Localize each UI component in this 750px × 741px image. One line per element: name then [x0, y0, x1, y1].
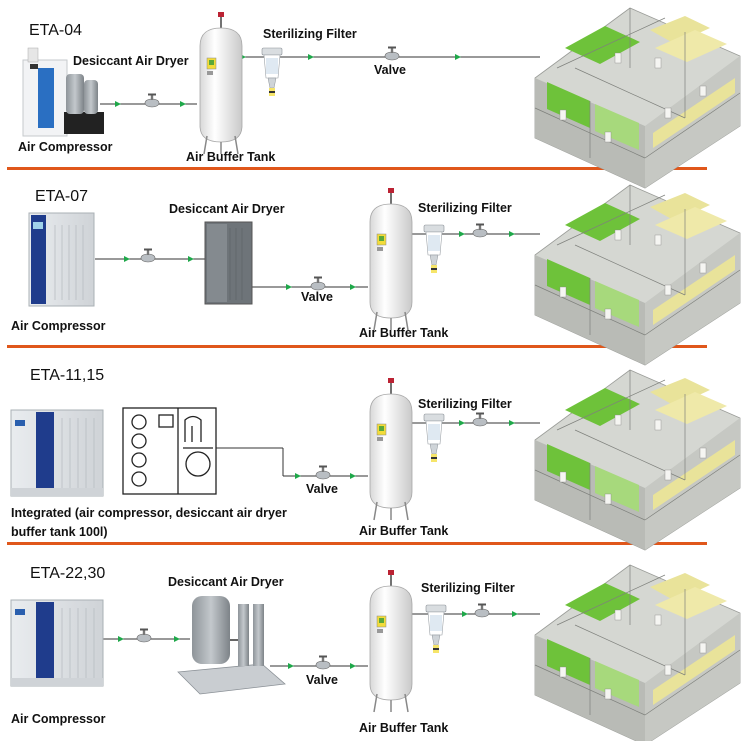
valve-icon [310, 276, 326, 291]
sterilizing-filter-icon [423, 224, 445, 274]
air-buffer-tank-icon [369, 187, 413, 331]
air-buffer-tank-icon [369, 569, 413, 713]
dryer-label: Desiccant Air Dryer [169, 202, 285, 216]
section-separator [7, 167, 707, 170]
section-eta-11-15 [10, 369, 741, 551]
section-separator [7, 345, 707, 348]
building-icon [534, 369, 741, 551]
integrated-schematic [122, 407, 217, 495]
tank-label: Air Buffer Tank [359, 524, 449, 538]
sterilizing-filter-icon [423, 413, 445, 463]
building-icon [534, 184, 741, 366]
building-icon [534, 7, 741, 189]
valve-icon [136, 628, 152, 643]
air-compressor-unit [22, 47, 68, 137]
valve-label: Valve [306, 673, 338, 687]
filter-label: Sterilizing Filter [418, 397, 512, 411]
desiccant-air-dryer-unit [64, 74, 104, 134]
model-label: ETA-11,15 [30, 367, 105, 384]
compressor-label: Air Compressor [11, 319, 106, 333]
valve-icon [144, 93, 160, 108]
valve-icon [474, 603, 490, 618]
section-eta-04 [22, 7, 741, 189]
valve-icon [472, 412, 488, 427]
tank-label: Air Buffer Tank [359, 721, 449, 735]
valve-icon [315, 655, 331, 670]
sterilizing-filter-icon [261, 47, 283, 97]
valve-icon [315, 465, 331, 480]
sterilizing-filter-icon [425, 604, 447, 654]
section-eta-22-30 [10, 564, 741, 741]
integrated-label-line1: Integrated (air compressor, desiccant ai… [11, 506, 287, 520]
filter-label: Sterilizing Filter [263, 27, 357, 41]
model-label: ETA-07 [35, 188, 89, 205]
filter-label: Sterilizing Filter [418, 201, 512, 215]
valve-icon [472, 223, 488, 238]
dryer-label: Desiccant Air Dryer [168, 575, 284, 589]
air-buffer-tank-icon [199, 11, 243, 155]
filter-label: Sterilizing Filter [421, 581, 515, 595]
air-compressor-unit [28, 212, 95, 307]
valve-label: Valve [301, 290, 333, 304]
valve-label: Valve [306, 482, 338, 496]
section-separator [7, 542, 707, 545]
integrated-label-line2: buffer tank 100l) [11, 525, 108, 539]
integrated-unit [10, 409, 104, 497]
desiccant-air-dryer-unit [177, 596, 286, 695]
valve-icon [384, 46, 400, 61]
model-label: ETA-22,30 [30, 565, 106, 582]
valve-icon [140, 248, 156, 263]
air-compressor-unit [10, 599, 104, 687]
dryer-label: Desiccant Air Dryer [73, 54, 189, 68]
air-buffer-tank-icon [369, 377, 413, 521]
tank-label: Air Buffer Tank [359, 326, 449, 340]
section-eta-07 [28, 184, 741, 366]
valve-label: Valve [374, 63, 406, 77]
tank-label: Air Buffer Tank [186, 150, 276, 164]
building-icon [534, 564, 741, 741]
compressor-label: Air Compressor [11, 712, 106, 726]
model-label: ETA-04 [29, 22, 83, 39]
compressor-label: Air Compressor [18, 140, 113, 154]
desiccant-air-dryer-unit [204, 221, 253, 305]
